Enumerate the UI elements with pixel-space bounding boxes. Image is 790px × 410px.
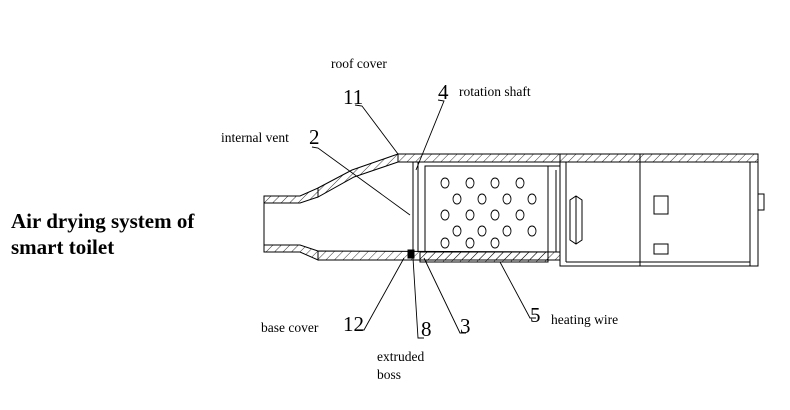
- callout-8: 8: [421, 317, 432, 341]
- end-cap: [757, 193, 765, 211]
- top-wall: [397, 153, 759, 163]
- leader-2: [311, 146, 411, 216]
- nozzle-top-wall: [263, 187, 319, 204]
- base-cover-label: base cover: [261, 320, 319, 335]
- callout-2: 2: [309, 125, 320, 149]
- callout-12: 12: [343, 312, 364, 336]
- leader-5: [499, 261, 536, 319]
- title-line-1: Air drying system of: [11, 209, 195, 233]
- callout-4: 4: [438, 80, 449, 104]
- leader-8: [412, 257, 424, 339]
- internal-vent-label: internal vent: [221, 130, 289, 145]
- heater-box: [424, 165, 549, 253]
- heater-bottom-hatch: [419, 251, 549, 263]
- roof-cover-wall: [317, 153, 399, 198]
- nozzle-bottom-wall: [263, 244, 319, 261]
- leader-4: [415, 99, 445, 171]
- housing-outline: [263, 153, 765, 267]
- title-line-2: smart toilet: [11, 235, 115, 259]
- rotation-shaft-label: rotation shaft: [459, 84, 531, 99]
- callout-5: 5: [530, 303, 541, 327]
- leader-3: [423, 257, 466, 334]
- leader-12: [358, 257, 405, 331]
- callout-3: 3: [460, 314, 471, 338]
- heating-holes: [440, 177, 537, 249]
- callout-11: 11: [343, 85, 364, 109]
- leader-lines: [311, 99, 536, 339]
- leader-11: [354, 104, 399, 155]
- heating-wire-label: heating wire: [551, 312, 619, 327]
- right-body: [559, 153, 759, 267]
- roof-cover-label: roof cover: [331, 56, 387, 71]
- extruded-boss-shape: [407, 249, 415, 259]
- extruded-boss-label: extruded boss: [377, 349, 425, 382]
- diagram-title: Air drying system of smart toilet: [11, 208, 194, 260]
